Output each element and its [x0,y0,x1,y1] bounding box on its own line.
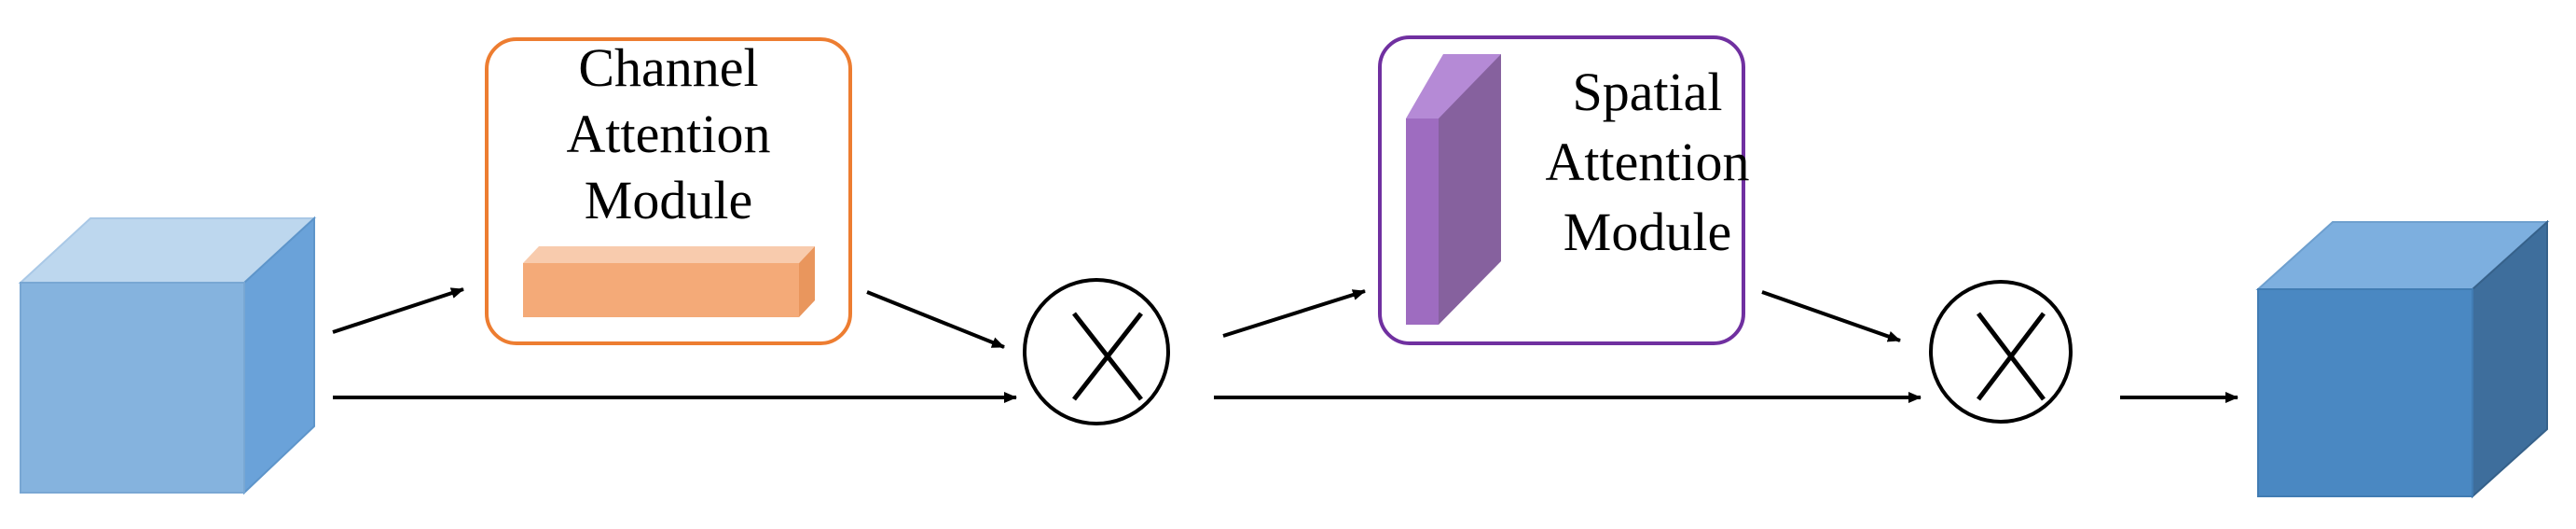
spatial-label-line2: Attention [1545,132,1749,192]
channel-label-line2: Attention [566,104,770,164]
multiply-circle-1 [1023,278,1170,425]
output-cube-front [2257,288,2473,497]
spatial-slab-top [1406,54,1501,118]
arrows [332,287,2239,403]
channel-bar-side [799,246,815,317]
arrow-channel-to-multiply1 [866,290,1005,349]
channel-bar-front [523,263,799,317]
input-feature-cube [18,216,317,495]
arrow-spatial-to-multiply2 [1761,290,1901,342]
spatial-label-line3: Module [1564,202,1731,262]
spatial-slab-side [1439,54,1501,325]
multiply-operator-1 [1023,278,1170,425]
input-cube-front [20,282,245,494]
multiply-cross-1b [1072,312,1143,401]
multiply-operator-2 [1929,280,2073,424]
spatial-slab-front [1406,118,1439,325]
arrow-multiply1-to-spatial [1222,289,1366,338]
spatial-attention-module: Spatial Attention Module [1378,35,1750,345]
arrow-input-to-channel [332,287,464,334]
spatial-label-line1: Spatial [1572,62,1722,122]
multiply-circle-2 [1929,280,2073,424]
channel-label-line3: Module [585,170,752,230]
output-feature-cube [2255,219,2550,499]
channel-attention-module: Channel Attention Module [485,37,852,345]
multiply-cross-2b [1977,312,2046,401]
channel-bar-top [523,246,815,263]
channel-label-line1: Channel [578,37,758,98]
